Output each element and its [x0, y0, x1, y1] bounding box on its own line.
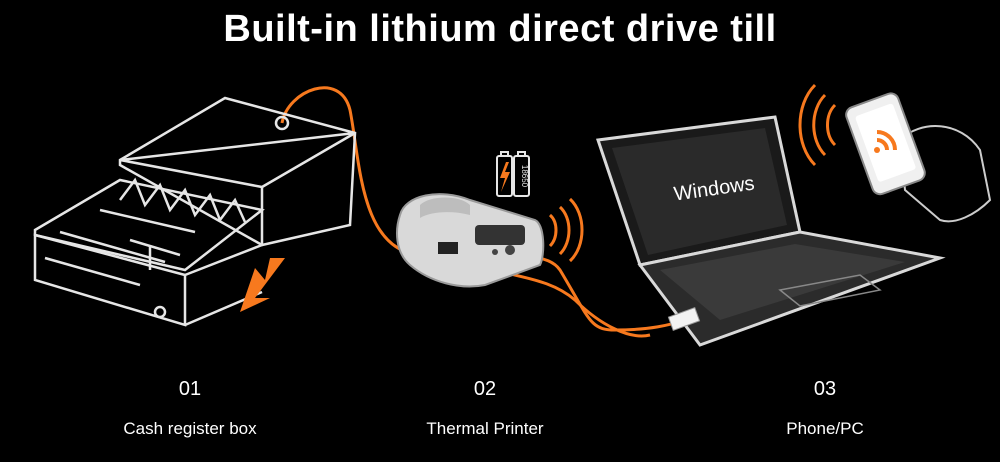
phone-illustration [845, 92, 992, 223]
step-thermal-printer: 02 Thermal Printer [385, 378, 585, 439]
step-number: 03 [813, 378, 837, 400]
page-title: Built-in lithium direct drive till [223, 8, 777, 50]
step-label: Phone/PC [786, 419, 864, 438]
step-label: Thermal Printer [426, 419, 544, 438]
lightning-icon [500, 162, 510, 192]
step-phone-pc: 03 Phone/PC [725, 378, 925, 439]
battery-label: 18650 [520, 165, 529, 188]
step-number: 01 [178, 378, 202, 400]
phone-wifi-waves [798, 83, 837, 167]
step-label: Cash register box [123, 419, 257, 438]
cash-drawer-illustration [33, 96, 357, 327]
wifi-icon [874, 130, 897, 153]
laptop-illustration [595, 115, 946, 347]
arrow-icon [240, 258, 285, 312]
thermal-printer-illustration [396, 193, 545, 288]
step-cash-register: 01 Cash register box [90, 378, 290, 439]
printer-wifi-waves [548, 197, 584, 263]
step-number: 02 [473, 378, 497, 400]
battery-icon [496, 151, 530, 197]
